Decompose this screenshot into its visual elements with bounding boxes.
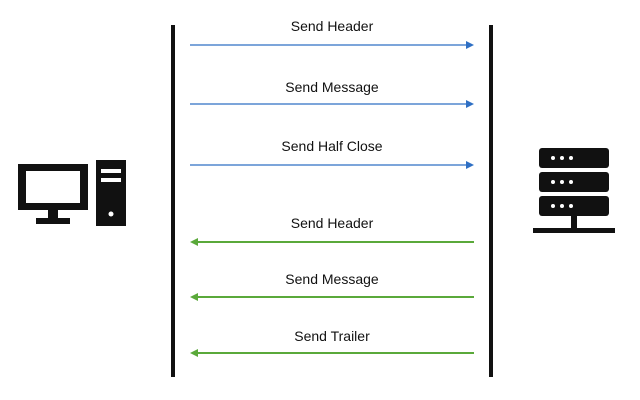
arrow-graphic xyxy=(190,161,474,169)
message-label: Send Message xyxy=(285,79,379,95)
message-label: Send Header xyxy=(290,215,374,231)
message-arrow xyxy=(190,38,474,52)
arrowhead-left xyxy=(190,293,198,301)
client-lifeline xyxy=(171,25,175,377)
message-arrow xyxy=(190,290,474,304)
server-lifeline xyxy=(489,25,493,377)
message-label: Send Message xyxy=(285,271,379,287)
message-arrow xyxy=(190,97,474,111)
arrowhead-left xyxy=(190,238,198,246)
arrowhead-right xyxy=(466,100,474,108)
message-arrow xyxy=(190,235,474,249)
arrow-graphic xyxy=(190,238,474,246)
message-label: Send Header xyxy=(290,18,374,34)
message-arrow xyxy=(190,158,474,172)
message-label: Send Trailer xyxy=(294,328,370,344)
arrowhead-left xyxy=(190,349,198,357)
arrow-graphic xyxy=(190,41,474,49)
message-label: Send Half Close xyxy=(281,138,383,154)
message-arrow xyxy=(190,346,474,360)
arrow-graphic xyxy=(190,100,474,108)
arrowhead-right xyxy=(466,161,474,169)
arrow-graphic xyxy=(190,293,474,301)
desktop-computer-icon xyxy=(18,160,126,226)
arrowhead-right xyxy=(466,41,474,49)
arrow-graphic xyxy=(190,349,474,357)
server-rack-icon xyxy=(533,148,615,233)
